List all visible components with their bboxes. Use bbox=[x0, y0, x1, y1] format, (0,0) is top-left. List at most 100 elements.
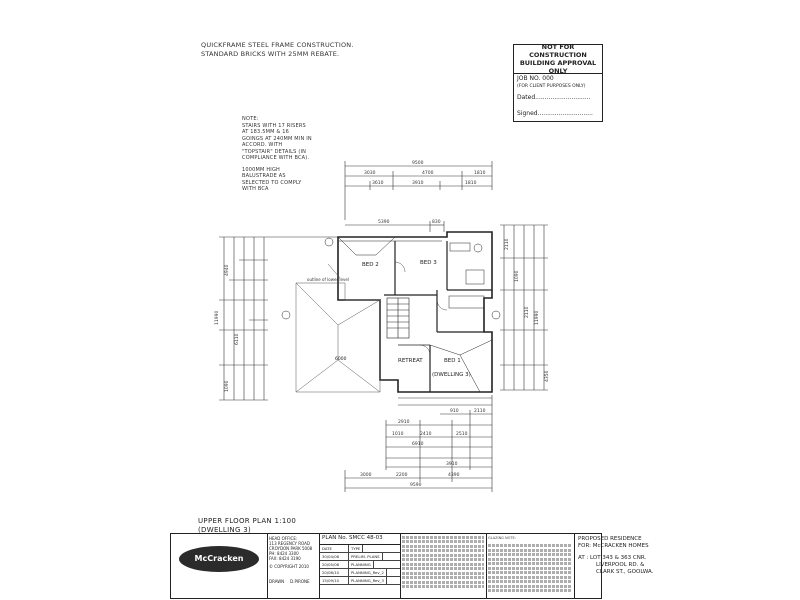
dim-left-c: 6110 bbox=[234, 333, 240, 345]
revision-type: PRELIM. PLANS bbox=[349, 553, 383, 560]
room-labels: BED 2 BED 3 RETREAT BED 1 (DWELLING 3) 6… bbox=[335, 260, 471, 378]
dated-field: Dated............................. bbox=[517, 94, 591, 101]
room-retreat: RETREAT bbox=[398, 358, 423, 364]
project-line: AT : LOT 343 & 363 CNR. bbox=[578, 555, 647, 561]
office-line: PH: 8424 3300 bbox=[269, 551, 299, 556]
dim-right-b: 1090 bbox=[514, 270, 520, 282]
dim-top-right: 830 bbox=[432, 219, 441, 225]
construction-note-line: QUICKFRAME STEEL FRAME CONSTRUCTION. bbox=[201, 41, 354, 49]
dim-bottom-h: 2200 bbox=[396, 472, 408, 478]
drawn-by: D.PIRONE bbox=[290, 579, 310, 584]
dim-left-a: 4940 bbox=[224, 264, 230, 276]
revision-row: 20/08/10 PLANNING_Rev_2 bbox=[320, 569, 400, 577]
plan-number: PLAN No. SMCC 48-03 bbox=[320, 534, 400, 545]
dim-bottom-i: 4390 bbox=[448, 472, 460, 478]
dim-bottom-a: 2910 bbox=[398, 419, 410, 425]
right-dimensions bbox=[500, 224, 548, 391]
copyright: © COPYRIGHT 2010 bbox=[269, 564, 309, 569]
dim-bottom-f: 3910 bbox=[446, 461, 458, 467]
revision-header: DATE TYPE bbox=[320, 545, 400, 553]
dim-left-d: 1090 bbox=[224, 380, 230, 392]
revision-row: 15/09/10 PLANNING_Rev_3 bbox=[320, 577, 400, 585]
revision-date: 20/05/08 bbox=[320, 561, 349, 568]
stair-note-title: NOTE: bbox=[242, 116, 259, 122]
plan-title: UPPER FLOOR PLAN 1:100 (DWELLING 3) bbox=[198, 517, 296, 535]
right-dimension-labels: 2110 1090 2110 11990 4350 bbox=[504, 238, 550, 382]
office-details: HEAD OFFICE: 113 REGENCY ROAD CROYDON PA… bbox=[267, 534, 320, 598]
room-bed2: BED 2 bbox=[362, 262, 379, 268]
room-bed1: BED 1 bbox=[444, 358, 461, 364]
logo-cell: McCracken Homes bbox=[171, 534, 268, 598]
outline-note: outline of lower level bbox=[307, 277, 349, 282]
client-purposes-note: (FOR CLIENT PURPOSES ONLY) bbox=[517, 84, 586, 89]
office-line: FAX: 8424 3190 bbox=[269, 556, 301, 561]
dim-top-overall: 9500 bbox=[412, 160, 424, 166]
lower-level-outline bbox=[295, 263, 381, 393]
approval-heading: NOT FOR CONSTRUCTION BUILDING APPROVAL O… bbox=[514, 43, 602, 75]
dim-top-row1-a: 3030 bbox=[364, 170, 376, 176]
left-dimensions bbox=[219, 236, 340, 401]
bottom-dimensions bbox=[344, 395, 493, 492]
glazing-note-title: GLAZING NOTE: bbox=[488, 536, 516, 540]
title-block: McCracken Homes HEAD OFFICE: 113 REGENCY… bbox=[170, 533, 653, 599]
dim-retreat: 6000 bbox=[335, 356, 347, 362]
room-dwelling: (DWELLING 3) bbox=[432, 372, 471, 378]
dim-bottom-g: 3000 bbox=[360, 472, 372, 478]
plan-subtitle: (DWELLING 3) bbox=[198, 526, 251, 534]
dim-top-row2-b: 3910 bbox=[412, 180, 424, 186]
revision-row: 30/04/08 PRELIM. PLANS bbox=[320, 553, 400, 561]
project-details: PROPOSED RESIDENCE FOR: McCRACKEN HOMES … bbox=[574, 534, 704, 598]
dim-top-row2-a: 3610 bbox=[372, 180, 384, 186]
plan-revision-cell: PLAN No. SMCC 48-03 DATE TYPE 30/04/08 P… bbox=[320, 534, 401, 598]
job-number: JOB NO. 000 bbox=[517, 75, 554, 82]
balustrade-note: 1000mm HIGH BALUSTRADE AS SELECTED TO CO… bbox=[242, 166, 302, 193]
revision-type: PLANNING_Rev_2 bbox=[349, 569, 387, 576]
revision-row: 20/05/08 PLANNING bbox=[320, 561, 400, 569]
lower-level-note: outline of lower level bbox=[307, 277, 349, 282]
office-line: 113 REGENCY ROAD bbox=[269, 541, 310, 546]
office-line: CROYDON PARK 5008 bbox=[269, 546, 313, 551]
approval-heading-line: NOT FOR CONSTRUCTION bbox=[529, 43, 587, 59]
left-dimension-labels: 4940 11990 6110 1090 bbox=[214, 264, 240, 392]
room-bed3: BED 3 bbox=[420, 260, 437, 266]
glazing-notes-cell: GLAZING NOTE: bbox=[486, 534, 575, 598]
revision-type: PLANNING bbox=[349, 561, 374, 568]
project-line: PROPOSED RESIDENCE bbox=[578, 536, 642, 542]
signed-field: Signed............................. bbox=[517, 110, 593, 117]
approval-box: NOT FOR CONSTRUCTION BUILDING APPROVAL O… bbox=[513, 43, 603, 122]
top-dimension-labels: 9500 3030 4700 1810 3610 3910 1810 5390 … bbox=[364, 160, 486, 225]
dim-top-row1-c: 1810 bbox=[474, 170, 486, 176]
project-line: CLARK ST., GOOLWA. bbox=[596, 569, 654, 575]
general-notes-cell bbox=[400, 534, 487, 598]
project-line: LIVERPOOL RD. & bbox=[596, 562, 645, 568]
revision-date: 15/09/10 bbox=[320, 577, 349, 584]
dim-bottom-j: 9590 bbox=[410, 482, 422, 488]
bottom-dimension-labels: 910 2110 2910 1010 2410 2510 6910 3910 3… bbox=[360, 408, 486, 488]
building-walls bbox=[281, 231, 501, 393]
office-line: HEAD OFFICE: bbox=[269, 536, 298, 541]
revision-date: 20/08/10 bbox=[320, 569, 349, 576]
dim-bottom-d: 2510 bbox=[456, 431, 468, 437]
construction-note-line: STANDARD BRICKS WITH 25mm REBATE. bbox=[201, 50, 340, 58]
plan-title-line: UPPER FLOOR PLAN 1:100 bbox=[198, 517, 297, 525]
stair-note: NOTE: STAIRS WITH 17 RISERS AT 183.5mm &… bbox=[242, 116, 312, 193]
revision-header-type: TYPE bbox=[349, 545, 364, 552]
dim-right-d: 11990 bbox=[534, 311, 540, 325]
drawn-label: DRAWN bbox=[269, 579, 285, 584]
dim-top-inner: 5390 bbox=[378, 219, 390, 225]
stair-note-body: STAIRS WITH 17 RISERS AT 183.5mm & 16 GO… bbox=[242, 122, 312, 162]
top-dimensions bbox=[344, 161, 493, 232]
project-line: FOR: McCRACKEN HOMES bbox=[578, 543, 649, 549]
dim-right-a: 2110 bbox=[504, 238, 510, 250]
company-logo: McCracken Homes bbox=[179, 546, 259, 589]
dim-bottom-e: 6910 bbox=[412, 441, 424, 447]
dim-bottom-small-a: 910 bbox=[450, 408, 459, 414]
dim-bottom-c: 2410 bbox=[420, 431, 432, 437]
dim-top-row2-c: 1810 bbox=[465, 180, 477, 186]
dim-right-e: 4350 bbox=[544, 370, 550, 382]
dim-bottom-b: 1010 bbox=[392, 431, 404, 437]
dim-right-c: 2110 bbox=[524, 306, 530, 318]
dim-top-row1-b: 4700 bbox=[422, 170, 434, 176]
construction-notes: QUICKFRAME STEEL FRAME CONSTRUCTION. STA… bbox=[201, 41, 354, 59]
